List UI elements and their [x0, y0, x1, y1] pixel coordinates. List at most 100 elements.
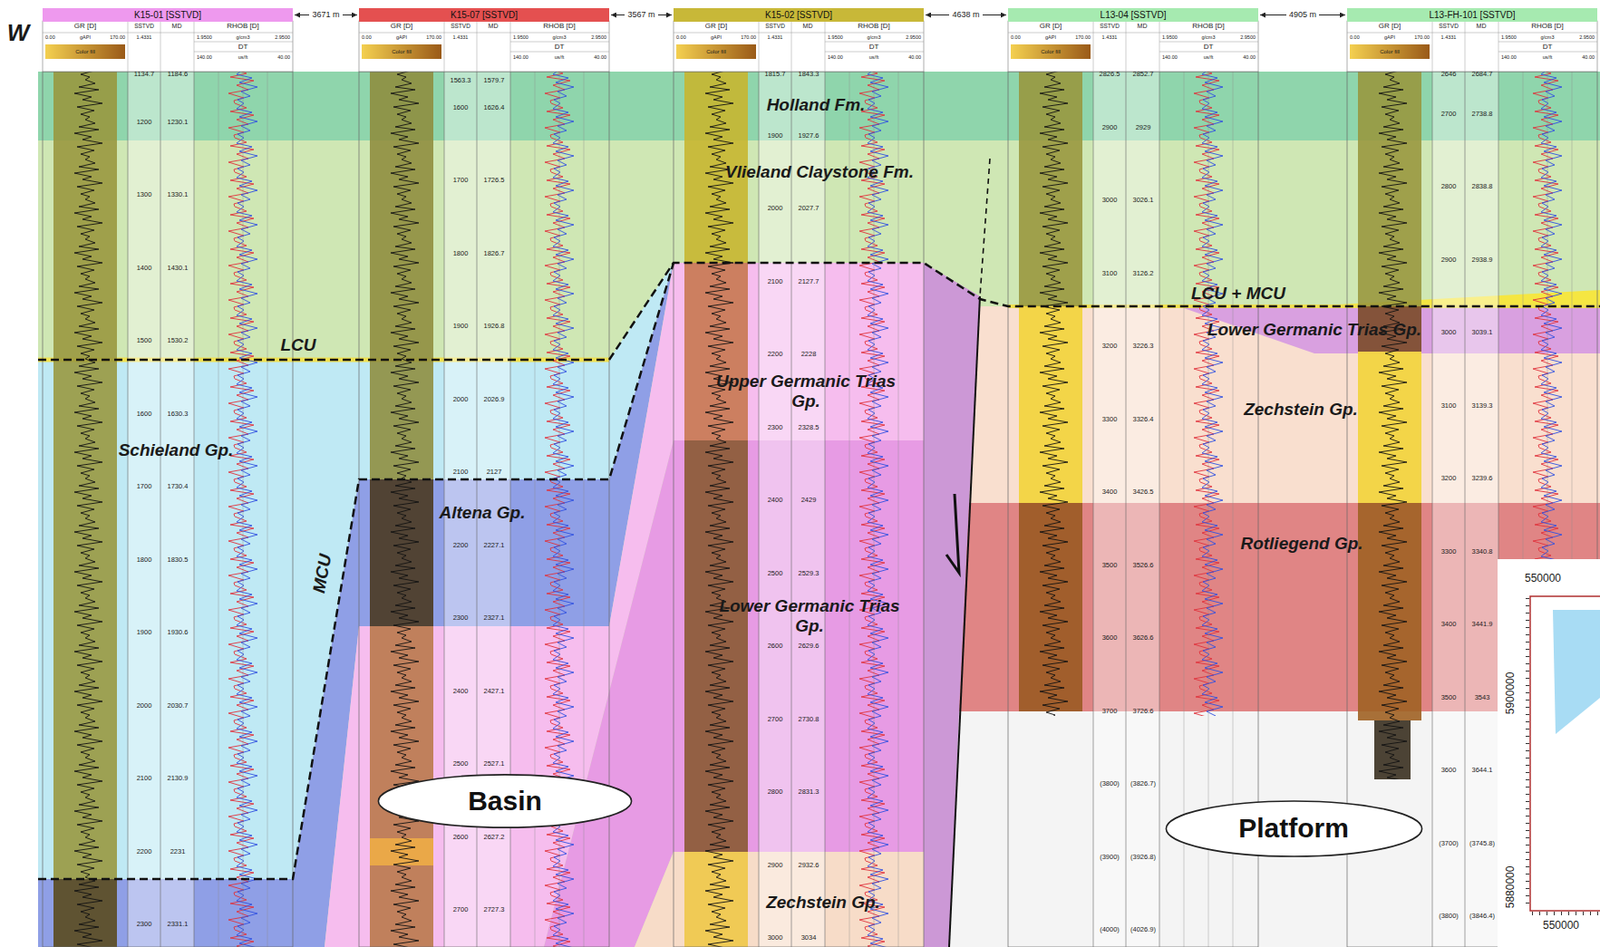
depth-sstvd: (3700)	[1438, 840, 1459, 849]
depth-sstvd: (3900)	[1099, 853, 1120, 863]
header-label: 140.00	[827, 54, 844, 60]
depth-md: 1930.6	[167, 629, 189, 638]
depth-sstvd: 3600	[1441, 766, 1457, 776]
depth-md: 1626.4	[484, 104, 505, 113]
fault-line	[949, 296, 980, 947]
depth-sstvd: 2100	[136, 775, 153, 784]
depth-md: 1579.7	[484, 77, 505, 86]
header-grid	[1008, 20, 1259, 72]
depth-md: 2938.9	[1472, 256, 1494, 265]
depth-sstvd: 1900	[136, 629, 153, 638]
depth-sstvd: 2826.5	[1099, 70, 1121, 79]
depth-sstvd: 3300	[1441, 548, 1457, 557]
well-name: L13-FH-101 [SSTVD]	[1428, 9, 1515, 21]
depth-md: (3745.8)	[1469, 840, 1495, 849]
depth-md: 3426.5	[1133, 488, 1154, 497]
depth-md: 2127	[486, 468, 503, 477]
depth-sstvd: 1400	[136, 264, 153, 273]
depth-md: 2831.3	[798, 788, 820, 797]
depth-md: 2684.7	[1472, 70, 1494, 79]
depth-md: (3826.7)	[1130, 780, 1156, 789]
depth-md: 2429	[801, 496, 817, 505]
header-label: GR [D]	[390, 21, 413, 30]
depth-sstvd: 2800	[1441, 183, 1457, 192]
depth-sstvd: 1600	[453, 104, 469, 113]
header-label: SSTVD	[450, 22, 471, 30]
depth-sstvd: 1800	[453, 250, 469, 259]
header-label: GR [D]	[1378, 21, 1401, 30]
well-name: K15-02 [SSTVD]	[765, 9, 833, 21]
depth-sstvd: 1500	[136, 337, 153, 346]
header-label: g/cm3	[552, 34, 567, 40]
fault-throw-arrow	[946, 494, 960, 573]
header-label: SSTVD	[134, 22, 155, 30]
depth-md: (4026.9)	[1130, 926, 1156, 935]
well-log	[673, 20, 924, 947]
map-coordinate: 5900000	[1504, 672, 1518, 716]
depth-sstvd: 3200	[1102, 342, 1118, 351]
header-label: Color fill	[706, 48, 727, 56]
depth-sstvd: 3500	[1441, 694, 1457, 703]
color-fill-bar	[361, 44, 442, 59]
distance-label: 4905 m	[1286, 9, 1319, 20]
depth-md: 2331.1	[167, 921, 189, 930]
depth-sstvd: 2100	[767, 278, 784, 287]
header-label: 170.00	[109, 34, 126, 40]
track-frame	[42, 71, 293, 947]
depth-sstvd: 2600	[767, 642, 784, 651]
header-label: DT	[554, 42, 565, 51]
side-letter: W	[7, 19, 30, 48]
well-header: K15-07 [SSTVD]	[358, 8, 610, 22]
distance-label: 3671 m	[309, 9, 342, 20]
well-name: L13-04 [SSTVD]	[1100, 9, 1167, 21]
gr-curve	[42, 71, 128, 947]
header-label: 0.00	[45, 34, 56, 40]
well-name: K15-01 [SSTVD]	[134, 9, 202, 21]
header-label: 140.00	[513, 54, 529, 60]
depth-column	[1432, 71, 1499, 947]
depth-md: 2228	[801, 350, 817, 359]
depth-sstvd: 3100	[1441, 402, 1457, 411]
map-coordinate: 550000	[1542, 920, 1580, 933]
depth-sstvd: 3100	[1102, 270, 1118, 279]
header-label: RHOB [D]	[1192, 21, 1225, 30]
formation-label: Vlieland Claystone Fm.	[725, 162, 914, 183]
formation-label: Upper Germanic Trias Gp.	[706, 371, 906, 412]
well-header: L13-04 [SSTVD]	[1008, 8, 1259, 22]
well-log	[42, 20, 293, 947]
region-ellipse: Basin	[377, 773, 633, 830]
header-label: 0.00	[676, 34, 687, 40]
header-label: gAPI	[396, 34, 408, 40]
header-label: 1.4331	[1441, 34, 1457, 40]
color-fill-bar	[45, 44, 126, 59]
header-label: SSTVD	[1438, 22, 1459, 30]
header-label: 40.00	[1581, 54, 1595, 60]
header-label: MD	[488, 22, 499, 30]
header-label: GR [D]	[705, 21, 728, 30]
depth-md: 2627.2	[484, 833, 505, 843]
depth-md: 3543	[1474, 694, 1491, 703]
depth-sstvd: 2200	[767, 350, 784, 359]
depth-md: 3726.6	[1133, 707, 1154, 717]
depth-md: 3326.4	[1133, 416, 1154, 425]
header-label: us/ft	[1203, 54, 1213, 60]
region-label: Basin	[467, 785, 543, 818]
depth-md: 2327.1	[484, 614, 505, 623]
depth-md: 2026.9	[484, 396, 505, 405]
depth-md: 2127.7	[798, 278, 820, 287]
header-label: MD	[803, 22, 814, 30]
header-grid	[358, 20, 610, 72]
depth-md: 2130.9	[167, 775, 189, 784]
depth-md: 2629.6	[798, 642, 820, 651]
header-label: 140.00	[196, 54, 213, 60]
depth-md: 2838.8	[1472, 183, 1494, 192]
depth-md: 3441.9	[1472, 620, 1494, 630]
depth-md: 3226.3	[1133, 342, 1154, 351]
ellipse-shape	[378, 775, 631, 828]
depth-sstvd: (4000)	[1099, 926, 1120, 935]
depth-md: 3039.1	[1472, 329, 1494, 338]
ellipse-shape	[1165, 800, 1422, 856]
header-label: g/cm3	[1202, 34, 1216, 40]
header-label: 2.9500	[1240, 34, 1256, 40]
formation-label: Schieland Gp.	[118, 440, 234, 461]
